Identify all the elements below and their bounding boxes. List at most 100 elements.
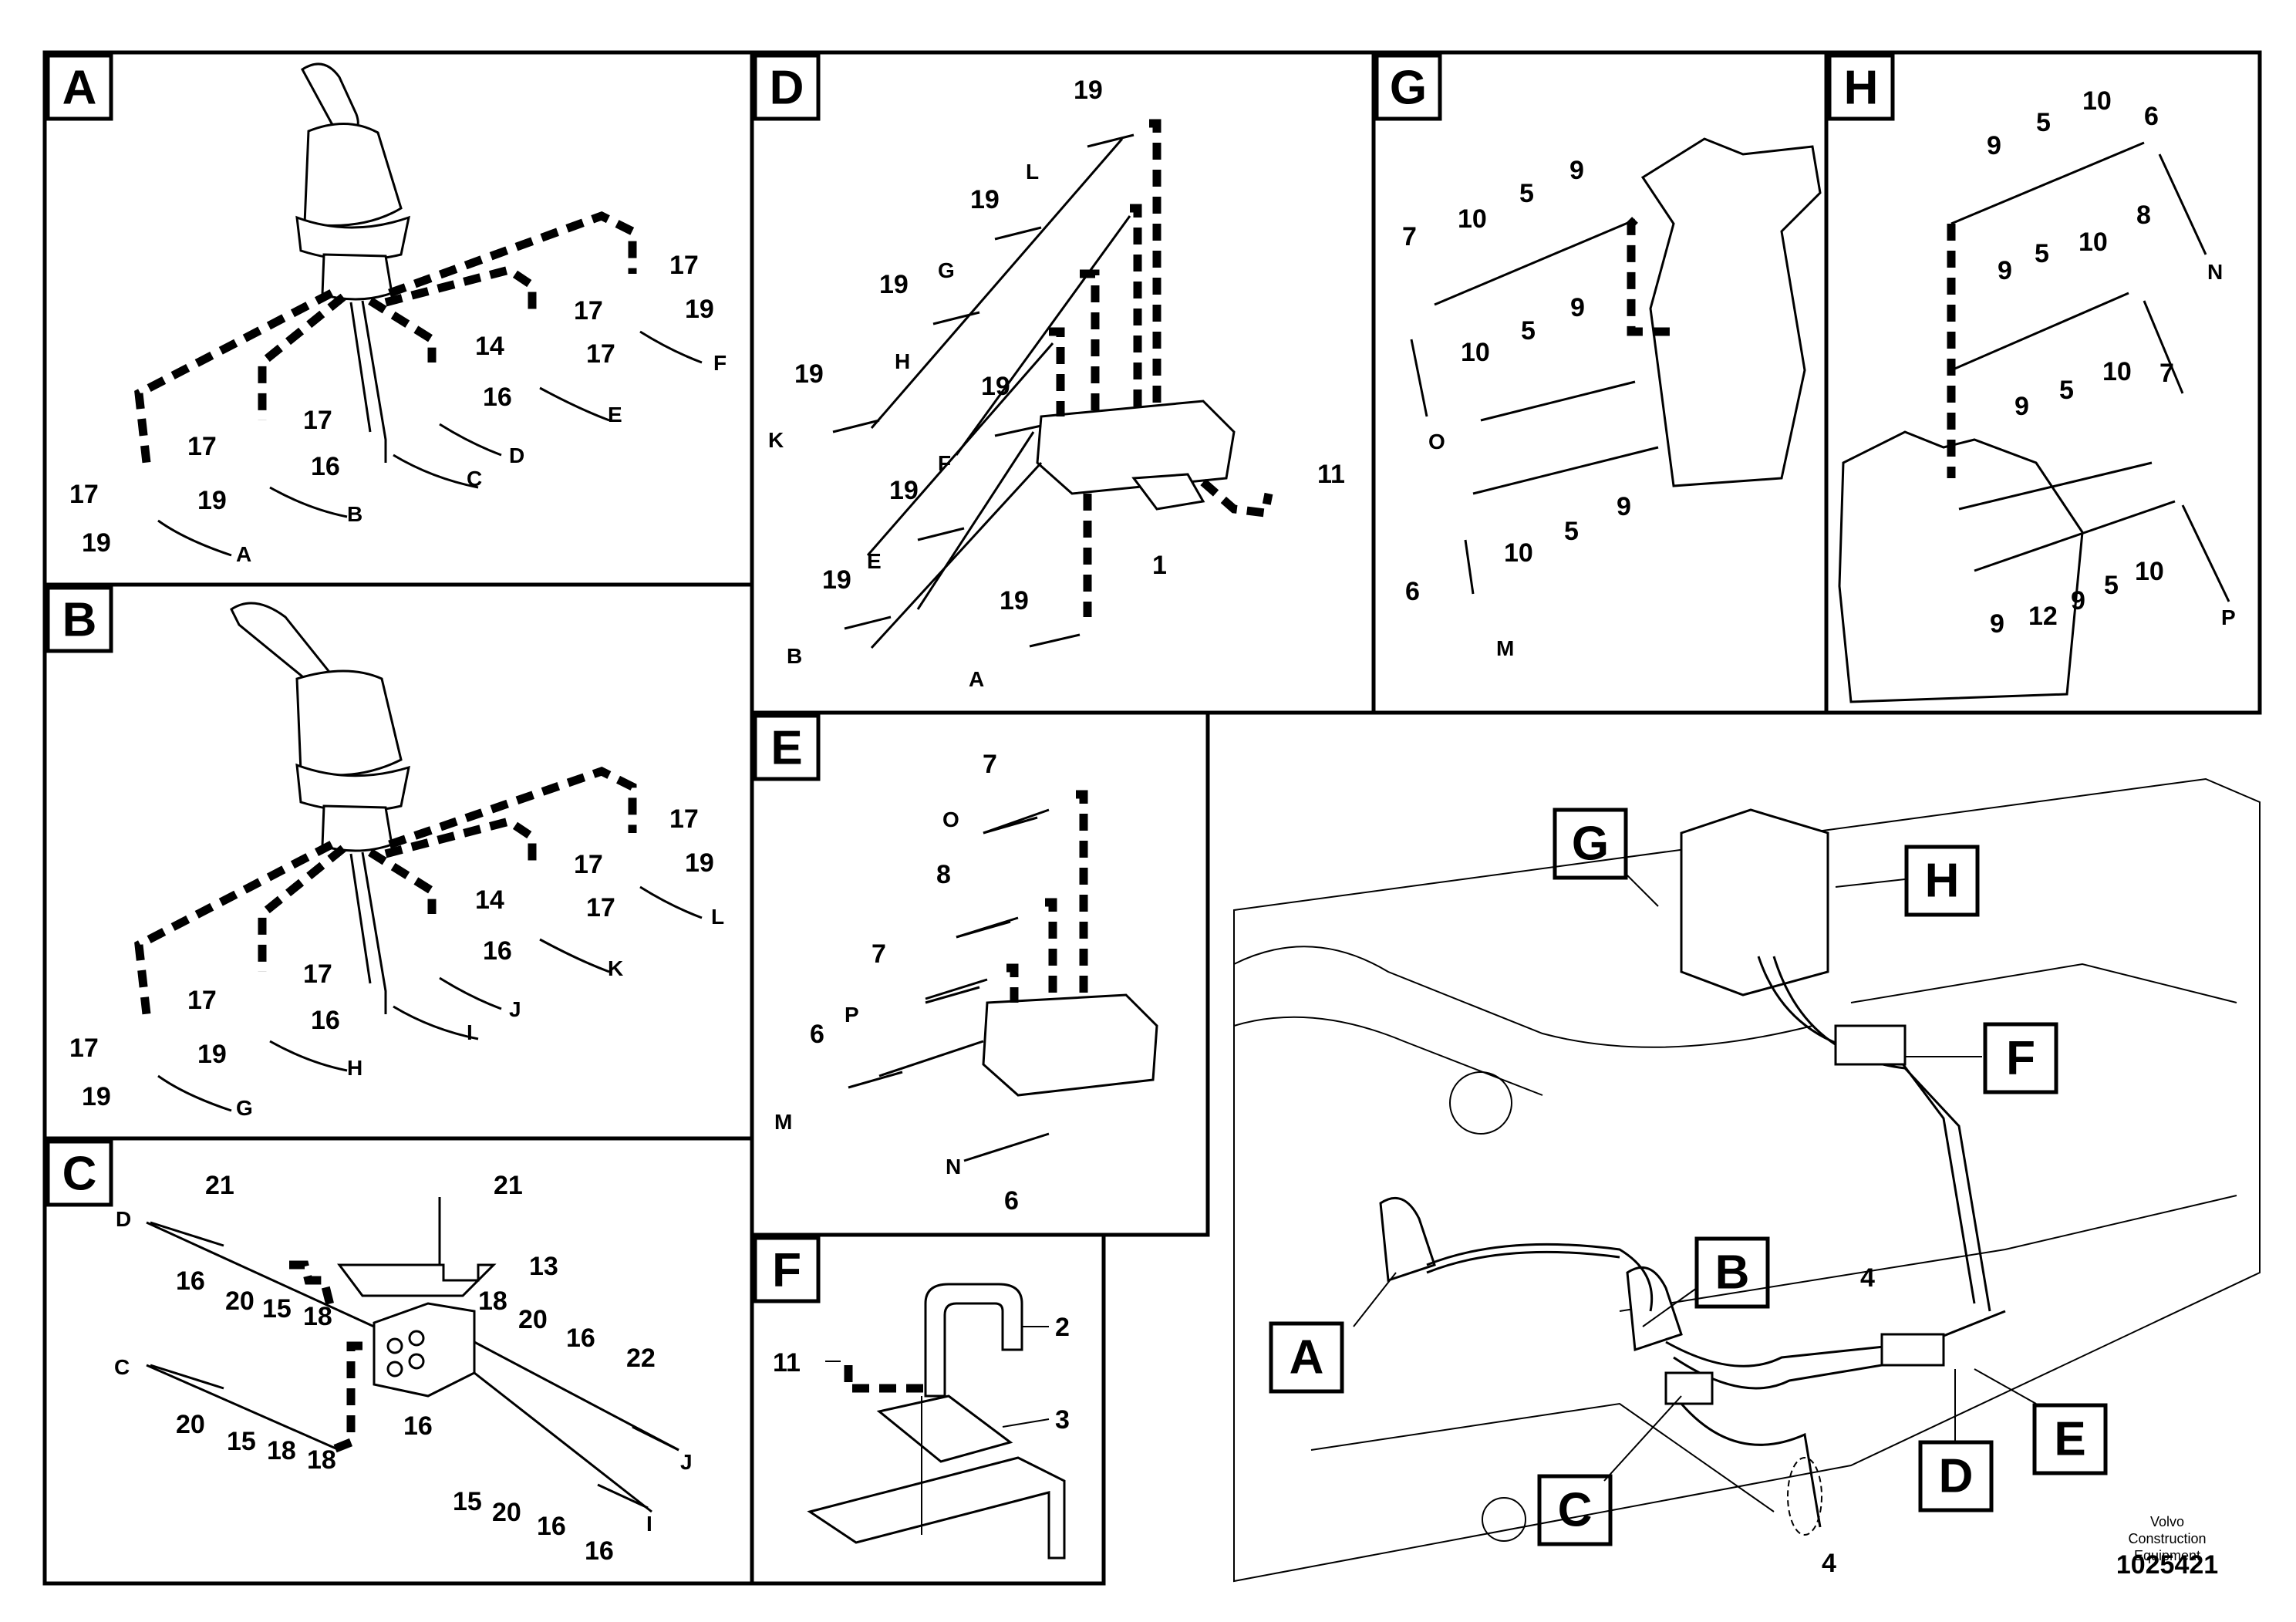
label: 19 [1000, 586, 1029, 615]
label: 10 [2082, 86, 2112, 116]
panel-b-tag: B [62, 594, 97, 647]
overview-valve-block-d [1880, 1333, 1945, 1367]
label: 16 [585, 1536, 614, 1566]
label: L [1026, 160, 1039, 184]
label: 6 [810, 1020, 824, 1049]
panel-b-hoses [157, 885, 703, 1112]
label: G [236, 1096, 253, 1120]
label: 5 [2035, 239, 2049, 268]
label: 15 [262, 1294, 292, 1324]
label: 17 [69, 1034, 99, 1063]
label: 16 [537, 1512, 566, 1541]
callout-d-box [1918, 1440, 1994, 1512]
panel-h-labels: 6 10 5 9 N 8 10 5 9 7 10 5 9 P 9 12 9 5 … [1987, 86, 2236, 639]
panel-f-drawing [807, 1283, 1066, 1560]
label: 8 [936, 860, 951, 889]
panel-f-tag: F [772, 1244, 801, 1297]
label: 5 [1564, 517, 1579, 546]
panel-g-labels: 7 10 5 9 10 5 9 O 10 5 9 6 M [1402, 156, 1631, 660]
panel-c-tag: C [62, 1148, 97, 1201]
label: 17 [69, 480, 99, 509]
label: 10 [2135, 557, 2164, 586]
label: K [768, 428, 784, 452]
label: 17 [669, 251, 699, 280]
label: 5 [1519, 179, 1534, 208]
panel-a-drawing [134, 62, 703, 557]
panel-f-tag-box [753, 1236, 821, 1303]
callout-f: F [2006, 1032, 2035, 1085]
label: 19 [822, 565, 851, 595]
label: 19 [970, 185, 1000, 214]
label: E [608, 403, 622, 427]
label: 10 [1458, 204, 1487, 234]
callout-h-box [1904, 845, 1980, 917]
label: 19 [879, 270, 909, 299]
label: 19 [685, 295, 714, 324]
label: 11 [1317, 460, 1345, 489]
label: 18 [307, 1445, 336, 1475]
label: 17 [586, 339, 615, 369]
label: 16 [311, 1006, 340, 1035]
panel-g-tag: G [1390, 62, 1427, 115]
label: 19 [794, 359, 824, 389]
panel-a-labels: 17 17 14 19 F 17 E 16 D 17 16 C 17 19 B … [69, 251, 727, 566]
label: I [646, 1512, 652, 1536]
label: 12 [2028, 602, 2058, 631]
overview-clamp-f [1834, 1024, 1907, 1066]
panel-h-frame [1824, 50, 2262, 715]
panel-g-drawing [1410, 137, 1822, 595]
label: 6 [1405, 577, 1420, 606]
overview-joystick-b [1626, 1266, 1683, 1352]
callout-a: A [1290, 1331, 1324, 1384]
label: H [895, 349, 910, 373]
label: A [236, 542, 251, 566]
panel-e-tag: E [770, 722, 802, 775]
label: 17 [669, 804, 699, 834]
label: N [946, 1155, 961, 1179]
panel-d-tag: D [770, 62, 804, 115]
label: 17 [586, 893, 615, 922]
panel-a-hoses [157, 330, 703, 557]
label: P [2221, 605, 2236, 629]
label: 16 [483, 936, 512, 966]
label: 18 [267, 1436, 296, 1465]
panel-d-hoses [832, 133, 1135, 648]
callout-b-box [1694, 1236, 1770, 1309]
label: 17 [303, 959, 332, 989]
panel-a-tag-box [46, 53, 113, 121]
callout-d: D [1939, 1450, 1974, 1503]
label: 11 [773, 1348, 801, 1378]
panel-c-labels: 21 21 13 D 16 20 15 18 18 20 16 22 16 C … [114, 1171, 693, 1566]
label: 16 [566, 1324, 595, 1353]
panel-e-drawing [848, 790, 1158, 1162]
callout-e-box [2032, 1403, 2108, 1475]
label: C [467, 467, 482, 491]
valve-block-d [1036, 400, 1236, 495]
overview-drawing [1233, 777, 2261, 1583]
panel-e-labels: 7 O 8 7 P 6 M N 6 [774, 750, 1019, 1216]
label: 5 [2059, 376, 2074, 405]
label: K [608, 956, 623, 980]
label: 7 [2159, 359, 2174, 388]
label: M [774, 1110, 792, 1134]
label: 10 [1461, 338, 1490, 367]
label: 5 [2036, 108, 2051, 137]
label: 22 [626, 1344, 656, 1373]
label: 4 [1822, 1549, 1836, 1578]
label: 9 [1617, 492, 1631, 521]
label: 19 [82, 1082, 111, 1111]
callout-b: B [1715, 1246, 1750, 1300]
panel-a-tag: A [62, 62, 97, 115]
label: 19 [82, 528, 111, 558]
panel-f-frame [750, 1233, 1106, 1586]
label: F [713, 351, 727, 375]
panel-h-tag-box [1827, 53, 1895, 121]
label: L [711, 905, 724, 929]
label: 1 [1152, 551, 1167, 580]
label: 16 [483, 383, 512, 412]
label: 20 [176, 1410, 205, 1439]
panel-g-tag-box [1374, 53, 1442, 121]
label: 9 [1998, 256, 2012, 285]
label: 14 [475, 332, 504, 361]
